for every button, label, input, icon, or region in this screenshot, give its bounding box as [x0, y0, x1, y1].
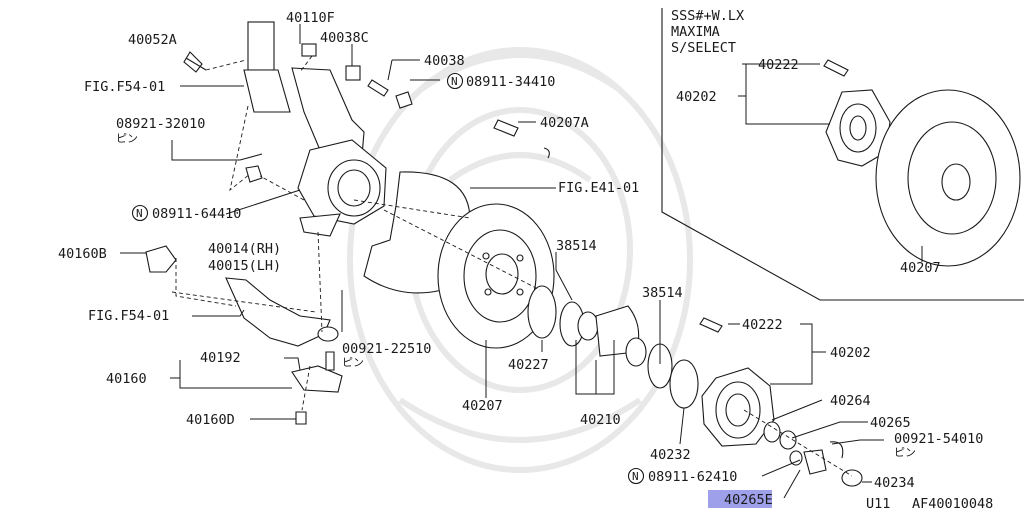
circled-n-letter: N	[451, 75, 458, 88]
label-40207A[interactable]: 40207A	[540, 115, 589, 131]
label-40160D[interactable]: 40160D	[186, 412, 235, 428]
label-08911-62410[interactable]: 08911-62410	[648, 469, 737, 485]
label-40210[interactable]: 40210	[580, 412, 621, 428]
label-40192[interactable]: 40192	[200, 350, 241, 366]
lower-arm-assembly	[145, 245, 343, 425]
nut-40038C-icon	[345, 65, 361, 81]
label-40014-rh[interactable]: 40014(RH)	[208, 241, 281, 257]
inset-rotor-40207	[875, 89, 1021, 267]
nut-08911-34410-icon	[395, 91, 413, 109]
label-40160[interactable]: 40160	[106, 371, 147, 387]
knuckle-lower	[299, 213, 341, 237]
inset-bolt-40222-icon	[823, 59, 849, 77]
nut-08911-64410-icon	[245, 165, 263, 183]
label-40227[interactable]: 40227	[508, 357, 549, 373]
label-40222-top[interactable]: 40222	[758, 57, 799, 73]
variant-inset-border	[661, 8, 1024, 301]
variant-line-1: SSS#+W.LX	[671, 8, 744, 24]
snap-ring-40227-icon	[527, 285, 557, 339]
inset-hub-40202	[823, 59, 891, 167]
label-08921-32010[interactable]: 08921-32010	[116, 116, 205, 132]
label-40265E[interactable]: 40265E	[724, 492, 773, 508]
label-38514-b[interactable]: 38514	[642, 285, 683, 301]
nut-40110F-icon	[301, 43, 317, 57]
nut-40160D-icon	[295, 411, 307, 425]
strut-bracket	[243, 69, 291, 113]
label-08911-64410[interactable]: 08911-64410	[152, 206, 241, 222]
clip-40207A-icon	[543, 147, 550, 159]
pin-08921-32010-icon	[239, 153, 263, 161]
bolt-40207A-icon	[493, 119, 519, 137]
dashed-relation-lines	[171, 55, 853, 477]
circled-n-icon	[131, 204, 149, 222]
cap-40234-icon	[841, 469, 863, 487]
highlight-40265E	[708, 490, 772, 508]
watermark	[347, 47, 693, 473]
circled-n-letter: N	[632, 470, 639, 483]
cotter-pin-icon	[829, 441, 844, 459]
label-fig-f54-bottom[interactable]: FIG.F54-01	[88, 308, 169, 324]
label-fig-f54-top[interactable]: FIG.F54-01	[84, 79, 165, 95]
variant-text: SSS#+W.LX MAXIMA S/SELECT	[671, 8, 744, 56]
leader-lines	[120, 24, 923, 499]
label-00921-54010[interactable]: 00921-54010	[894, 431, 983, 447]
label-40015-lh[interactable]: 40015(LH)	[208, 258, 281, 274]
seal-40232-icon	[669, 359, 699, 409]
figure-code: AF40010048	[912, 496, 993, 510]
strut-assembly	[243, 21, 387, 237]
label-40038[interactable]: 40038	[424, 53, 465, 69]
circled-n-letter: N	[136, 207, 143, 220]
hub-bearing-set	[527, 285, 699, 409]
bearing-cone-a-icon	[577, 311, 599, 341]
label-40202-mid[interactable]: 40202	[830, 345, 871, 361]
label-40207-mid[interactable]: 40207	[462, 398, 503, 414]
ball-joint-stud-icon	[325, 351, 335, 371]
bearing-cone-b-icon	[625, 337, 647, 367]
hub-bolt-40222-icon	[699, 317, 723, 333]
label-38514-a[interactable]: 38514	[556, 238, 597, 254]
bracket-40160B-icon	[145, 245, 177, 273]
axle-fasteners	[763, 421, 863, 487]
label-40160B[interactable]: 40160B	[58, 246, 107, 262]
circled-n-icon	[627, 467, 645, 485]
variant-line-3: S/SELECT	[671, 40, 736, 56]
label-40202-top[interactable]: 40202	[676, 89, 717, 105]
label-40234[interactable]: 40234	[874, 475, 915, 491]
label-pin-3: ピン	[894, 446, 916, 459]
label-40052A[interactable]: 40052A	[128, 32, 177, 48]
label-pin-2: ピン	[342, 356, 364, 369]
bolt-40038-icon	[367, 79, 389, 97]
washer-40265-icon	[779, 430, 797, 450]
footer-codes: U11 AF40010048	[866, 496, 993, 510]
ring-icon	[789, 450, 803, 466]
bolt-40052A-icon	[183, 51, 207, 73]
variant-line-2: MAXIMA	[671, 24, 720, 40]
label-40265[interactable]: 40265	[870, 415, 911, 431]
bushing-icon	[317, 326, 339, 342]
label-40222-mid[interactable]: 40222	[742, 317, 783, 333]
circled-n-icon	[446, 72, 464, 90]
label-pin-1: ピン	[116, 132, 138, 145]
rotor-40207-mid	[437, 203, 555, 349]
label-40207-right[interactable]: 40207	[900, 260, 941, 276]
model-code: U11	[866, 496, 890, 510]
label-40038C[interactable]: 40038C	[320, 30, 369, 46]
ball-joint-40160-icon	[291, 365, 343, 393]
label-00921-22510[interactable]: 00921-22510	[342, 341, 431, 357]
hub-40202-mid	[699, 317, 775, 447]
label-fig-e41[interactable]: FIG.E41-01	[558, 180, 639, 196]
label-08911-34410[interactable]: 08911-34410	[466, 74, 555, 90]
strut-tube	[247, 21, 275, 71]
washer-40264-icon	[763, 421, 781, 443]
label-40110F[interactable]: 40110F	[286, 10, 335, 26]
knuckle-bore-inner	[337, 169, 371, 207]
strut-fasteners	[183, 43, 550, 183]
nut-icon	[803, 449, 827, 475]
part-labels[interactable]: 40052A 40110F 40038C 40038 FIG.F54-01 N …	[58, 10, 983, 508]
label-40232[interactable]: 40232	[650, 447, 691, 463]
label-40264[interactable]: 40264	[830, 393, 871, 409]
